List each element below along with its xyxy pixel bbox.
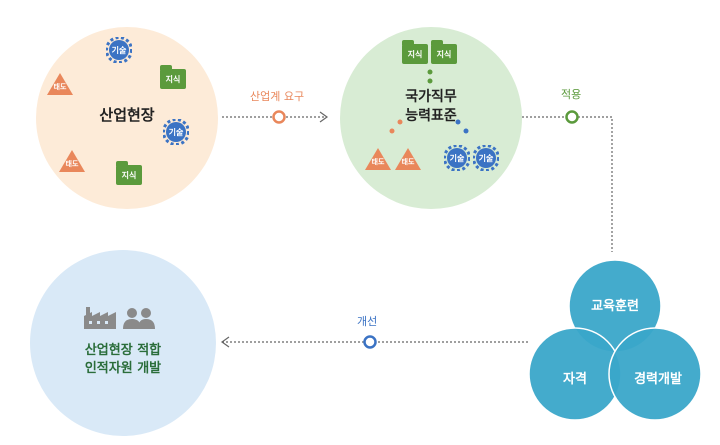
knowledge-folder-icon: 지식 xyxy=(402,40,428,64)
venn-career-circle xyxy=(608,327,702,421)
demand-label: 산업계 요구 xyxy=(250,90,305,103)
venn-qualification-label: 자격 xyxy=(563,372,587,387)
knowledge-folder-icon: 지식 xyxy=(116,161,142,185)
apply-label: 적용 xyxy=(561,88,582,101)
factory-people-icons xyxy=(84,307,155,329)
knowledge-folder-icon: 지식 xyxy=(160,65,186,89)
venn-training-label: 교육훈련 xyxy=(591,299,639,314)
demand-node xyxy=(272,110,286,124)
result-text: 산업현장 적합 인적자원 개발 xyxy=(84,343,162,376)
improve-arrow-head xyxy=(220,336,230,348)
industry-circle: 산업현장 기술 지식 태도 기술 태도 지식 xyxy=(36,27,218,209)
ncs-dots xyxy=(389,69,469,134)
industry-title: 산업현장 xyxy=(99,106,155,124)
skill-gear-icon: 기술 xyxy=(473,145,499,171)
people-icon xyxy=(123,308,155,329)
ncs-circle: 지식 지식 국가직무 능력표준 태도 태도 기술 기술 xyxy=(340,27,522,209)
improve-node xyxy=(363,335,377,349)
venn-career-label: 경력개발 xyxy=(634,372,682,387)
skill-gear-icon: 기술 xyxy=(163,119,189,145)
improve-label: 개선 xyxy=(357,315,378,328)
skill-gear-icon: 기술 xyxy=(106,37,132,63)
apply-arrow-line xyxy=(522,116,613,252)
factory-icon xyxy=(84,307,116,329)
knowledge-folder-icon: 지식 xyxy=(431,40,457,64)
attitude-triangle-icon: 태도 xyxy=(364,147,392,171)
attitude-triangle-icon: 태도 xyxy=(394,147,422,171)
skill-gear-icon: 기술 xyxy=(444,145,470,171)
apply-node xyxy=(565,110,579,124)
attitude-triangle-icon: 태도 xyxy=(46,72,74,96)
ncs-title: 국가직무 능력표준 xyxy=(405,89,457,124)
demand-arrow-head xyxy=(319,111,329,123)
attitude-triangle-icon: 태도 xyxy=(58,149,86,173)
result-circle: 산업현장 적합 인적자원 개발 xyxy=(30,250,216,436)
